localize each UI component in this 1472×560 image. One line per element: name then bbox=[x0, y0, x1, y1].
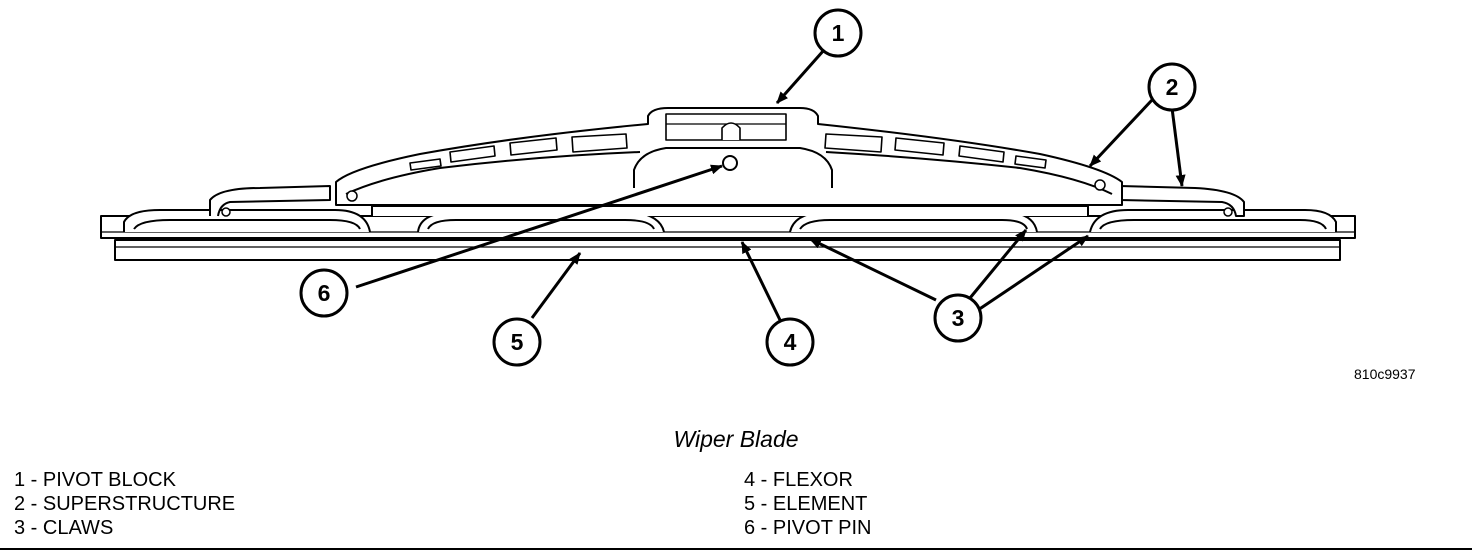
callout-5: 5 bbox=[492, 317, 542, 367]
secondary-yoke-left bbox=[209, 185, 331, 217]
callout-2: 2 bbox=[1147, 62, 1197, 112]
legend-item-element: 5 - ELEMENT bbox=[744, 493, 868, 515]
figure-caption: Wiper Blade bbox=[673, 426, 799, 452]
figure-id: 810c9937 bbox=[1354, 366, 1416, 382]
blade-element bbox=[114, 239, 1341, 261]
legend-column-right: 4 - FLEXOR 5 - ELEMENT 6 - PIVOT PIN bbox=[744, 468, 871, 540]
wiper-blade-diagram: 1 2 3 4 5 6 bbox=[100, 8, 1356, 367]
secondary-yoke-right bbox=[1119, 185, 1245, 217]
legend-item-flexor: 4 - FLEXOR bbox=[744, 469, 853, 491]
callout-4: 4 bbox=[765, 317, 815, 367]
callout-3: 3 bbox=[933, 293, 983, 343]
pivot-pin bbox=[722, 155, 738, 171]
callout-1-label: 1 bbox=[832, 20, 845, 46]
callout-3-label: 3 bbox=[952, 305, 965, 331]
legend-item-pivot-pin: 6 - PIVOT PIN bbox=[744, 517, 872, 539]
callout-5-label: 5 bbox=[511, 329, 524, 355]
legend-item-pivot-block: 1 - PIVOT BLOCK bbox=[14, 469, 176, 491]
legend-item-claws: 3 - CLAWS bbox=[14, 517, 114, 539]
center-base bbox=[371, 205, 1089, 216]
wiper-blade-drawing bbox=[100, 107, 1356, 261]
legend-item-superstructure: 2 - SUPERSTRUCTURE bbox=[14, 493, 236, 515]
leader-lines bbox=[355, 49, 1186, 321]
callout-6: 6 bbox=[299, 268, 349, 318]
callout-1: 1 bbox=[813, 8, 863, 58]
bottom-divider bbox=[0, 548, 1472, 550]
callout-2-label: 2 bbox=[1166, 74, 1179, 100]
pivot-block bbox=[665, 113, 787, 141]
callout-6-label: 6 bbox=[318, 280, 331, 306]
callout-4-label: 4 bbox=[784, 329, 797, 355]
legend-column-left: 1 - PIVOT BLOCK 2 - SUPERSTRUCTURE 3 - C… bbox=[14, 468, 235, 540]
